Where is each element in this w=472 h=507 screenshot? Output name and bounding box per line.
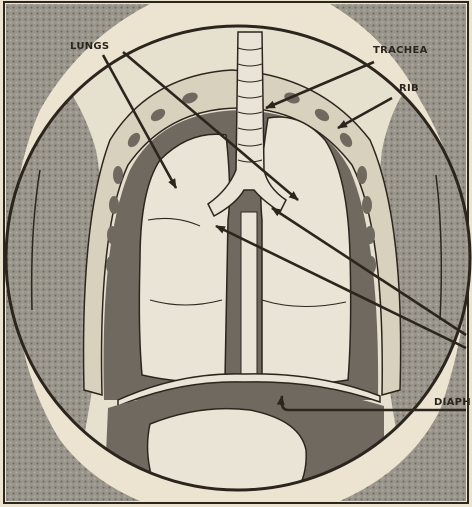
label-lungs: LUNGS bbox=[70, 41, 109, 52]
label-rib: RIB bbox=[399, 83, 419, 94]
label-diaphragm: DIAPH bbox=[434, 397, 471, 408]
esophagus bbox=[241, 212, 257, 382]
label-trachea: TRACHEA bbox=[373, 45, 428, 56]
